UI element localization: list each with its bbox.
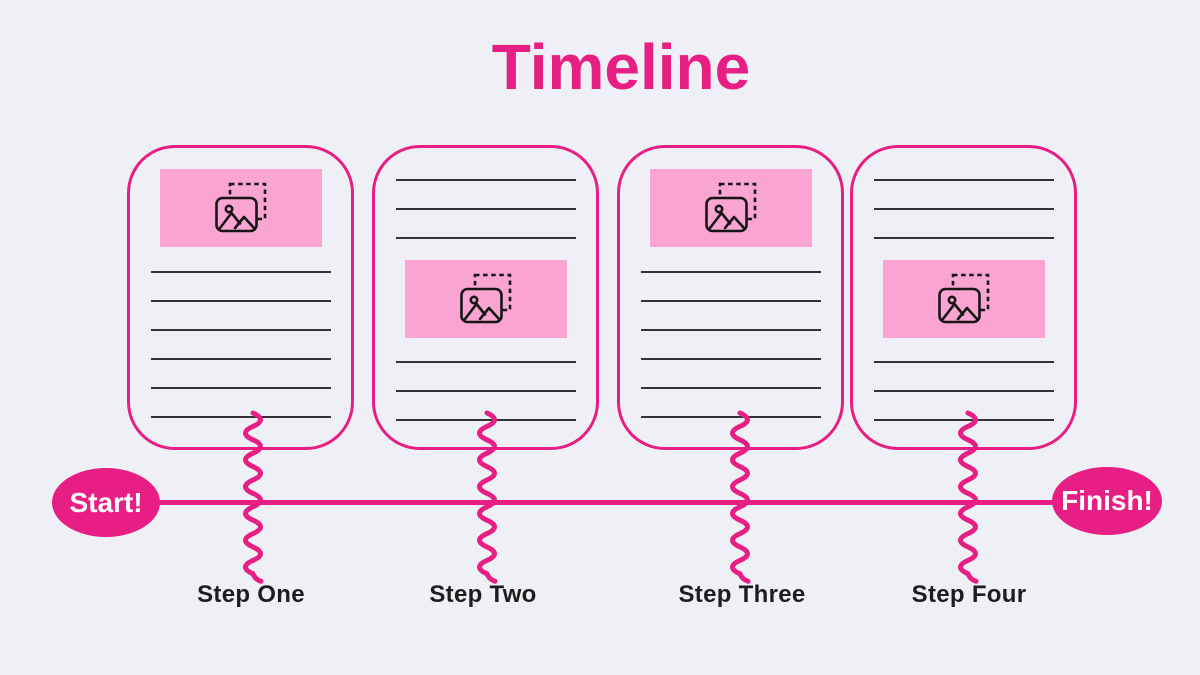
- text-line: [395, 237, 576, 239]
- timeline-card-step-three: [617, 145, 844, 450]
- text-line: [873, 419, 1054, 421]
- text-placeholder-lines: [395, 179, 576, 239]
- text-line: [640, 300, 821, 302]
- text-line: [395, 179, 576, 181]
- text-line: [873, 208, 1054, 210]
- text-placeholder-lines: [395, 361, 576, 421]
- image-placeholder-icon: [704, 182, 756, 233]
- text-line: [150, 329, 331, 331]
- text-placeholder-lines: [873, 361, 1054, 421]
- text-line: [395, 390, 576, 392]
- text-placeholder-lines: [640, 271, 821, 418]
- connector-squiggle-icon: [730, 410, 751, 584]
- timeline-track: [104, 500, 1108, 505]
- text-line: [873, 237, 1054, 239]
- finish-badge: Finish!: [1052, 467, 1162, 535]
- text-line: [395, 419, 576, 421]
- step-label-two: Step Two: [429, 581, 537, 608]
- connector-squiggle-icon: [958, 410, 979, 584]
- text-line: [150, 358, 331, 360]
- timeline-card-step-two: [372, 145, 599, 450]
- text-line: [150, 271, 331, 273]
- page-title: Timeline: [491, 31, 751, 103]
- text-line: [873, 361, 1054, 363]
- connector-squiggle-icon: [477, 410, 498, 584]
- step-label-three: Step Three: [678, 581, 806, 608]
- text-line: [640, 271, 821, 273]
- image-placeholder-icon: [214, 182, 266, 233]
- text-line: [150, 300, 331, 302]
- text-line: [150, 387, 331, 389]
- timeline-card-step-one: [127, 145, 354, 450]
- connector-squiggle-icon: [243, 410, 264, 584]
- text-line: [873, 179, 1054, 181]
- text-line: [150, 416, 331, 418]
- image-placeholder-icon: [937, 273, 989, 324]
- text-placeholder-lines: [873, 179, 1054, 239]
- image-placeholder-block: [649, 169, 812, 247]
- step-label-one: Step One: [197, 581, 305, 608]
- image-placeholder-block: [882, 260, 1045, 338]
- timeline-card-step-four: [850, 145, 1077, 450]
- text-placeholder-lines: [150, 271, 331, 418]
- text-line: [873, 390, 1054, 392]
- text-line: [640, 416, 821, 418]
- step-label-four: Step Four: [911, 581, 1027, 608]
- text-line: [640, 329, 821, 331]
- image-placeholder-icon: [459, 273, 511, 324]
- start-badge: Start!: [52, 468, 160, 537]
- image-placeholder-block: [159, 169, 322, 247]
- text-line: [640, 387, 821, 389]
- text-line: [395, 208, 576, 210]
- image-placeholder-block: [404, 260, 567, 338]
- text-line: [640, 358, 821, 360]
- text-line: [395, 361, 576, 363]
